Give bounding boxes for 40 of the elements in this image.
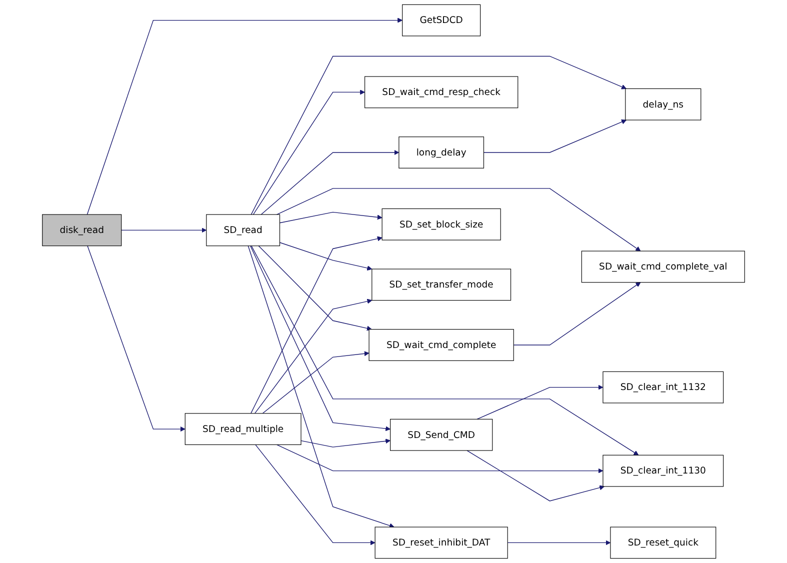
- arrow: [251, 246, 639, 456]
- arrow: [87, 246, 186, 432]
- node-box: [364, 76, 518, 108]
- arrow: [483, 119, 626, 153]
- node-box: [42, 214, 122, 246]
- arrow: [262, 351, 370, 414]
- arrow: [258, 246, 372, 331]
- node-box: [602, 371, 724, 404]
- node-box: [368, 329, 514, 361]
- arrow: [248, 246, 394, 528]
- arrow: [476, 384, 604, 420]
- node-box: [398, 136, 484, 168]
- arrow: [276, 444, 604, 474]
- node-box: [602, 454, 724, 487]
- node-box: [372, 268, 512, 301]
- arrow: [252, 90, 366, 215]
- arrow: [250, 236, 382, 414]
- arrow: [255, 444, 376, 546]
- arrow: [300, 438, 391, 448]
- arrow: [250, 56, 626, 215]
- arrow: [254, 298, 372, 414]
- arrow: [86, 18, 403, 215]
- node-box: [382, 208, 501, 240]
- arrow: [260, 150, 400, 215]
- node-box: [581, 250, 745, 283]
- node-box: [402, 4, 481, 36]
- arrow: [507, 540, 611, 546]
- arrow: [466, 450, 604, 502]
- arrow: [279, 212, 382, 224]
- arrow: [279, 242, 372, 271]
- arrow: [276, 188, 641, 252]
- node-box: [610, 526, 716, 559]
- arrow: [121, 228, 207, 233]
- arrow: [513, 282, 641, 346]
- node-box: [374, 526, 508, 559]
- node-box: [625, 88, 702, 120]
- node-box: [390, 418, 493, 451]
- arrow: [250, 246, 391, 432]
- node-box: [206, 214, 280, 246]
- node-box: [184, 413, 302, 446]
